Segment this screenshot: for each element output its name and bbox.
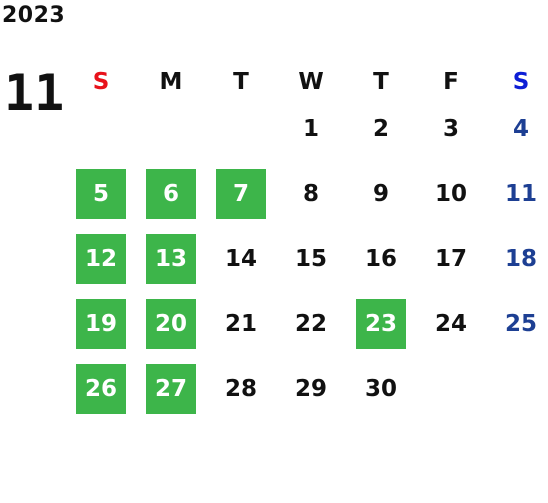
weekday-header-row: S M T W T F S [68,60,548,104]
day-cell-6[interactable]: 6 [146,169,196,219]
weekday-header-friday: F [443,69,459,95]
day-cell-2[interactable]: 2 [372,116,389,142]
weekday-header-saturday: S [512,69,530,95]
day-cell-12[interactable]: 12 [76,234,126,284]
day-cell-15[interactable]: 15 [294,246,327,272]
calendar-week-row: 1 2 3 4 [68,104,548,169]
weekday-header-wednesday: W [298,69,324,95]
day-cell-16[interactable]: 16 [364,246,397,272]
day-cell-5[interactable]: 5 [76,169,126,219]
day-cell-13[interactable]: 13 [146,234,196,284]
day-cell-11[interactable]: 11 [504,181,537,207]
month-number: 11 [4,64,65,122]
year-label: 2023 [2,3,66,28]
day-cell-28[interactable]: 28 [224,376,257,402]
day-cell-18[interactable]: 18 [504,246,537,272]
weekday-header-tuesday: T [233,69,249,95]
day-cell-21[interactable]: 21 [224,311,257,337]
day-cell-22[interactable]: 22 [294,311,327,337]
day-cell-3[interactable]: 3 [442,116,459,142]
calendar-week-row: 26 27 28 29 30 [68,364,548,429]
day-cell-4[interactable]: 4 [512,116,529,142]
day-cell-30[interactable]: 30 [364,376,397,402]
weekday-header-monday: M [159,69,183,95]
weekday-header-thursday: T [373,69,389,95]
day-cell-26[interactable]: 26 [76,364,126,414]
day-cell-10[interactable]: 10 [434,181,467,207]
calendar-week-row: 19 20 21 22 23 24 25 [68,299,548,364]
day-cell-17[interactable]: 17 [434,246,467,272]
day-cell-7[interactable]: 7 [216,169,266,219]
weekday-header-sunday: S [92,69,110,95]
day-cell-25[interactable]: 25 [504,311,537,337]
day-cell-14[interactable]: 14 [224,246,257,272]
day-cell-19[interactable]: 19 [76,299,126,349]
day-cell-1[interactable]: 1 [302,116,319,142]
day-cell-29[interactable]: 29 [294,376,327,402]
day-cell-20[interactable]: 20 [146,299,196,349]
day-cell-9[interactable]: 9 [372,181,389,207]
day-cell-24[interactable]: 24 [434,311,467,337]
calendar-week-row: 12 13 14 15 16 17 18 [68,234,548,299]
day-cell-8[interactable]: 8 [302,181,319,207]
day-cell-23[interactable]: 23 [356,299,406,349]
day-cell-27[interactable]: 27 [146,364,196,414]
